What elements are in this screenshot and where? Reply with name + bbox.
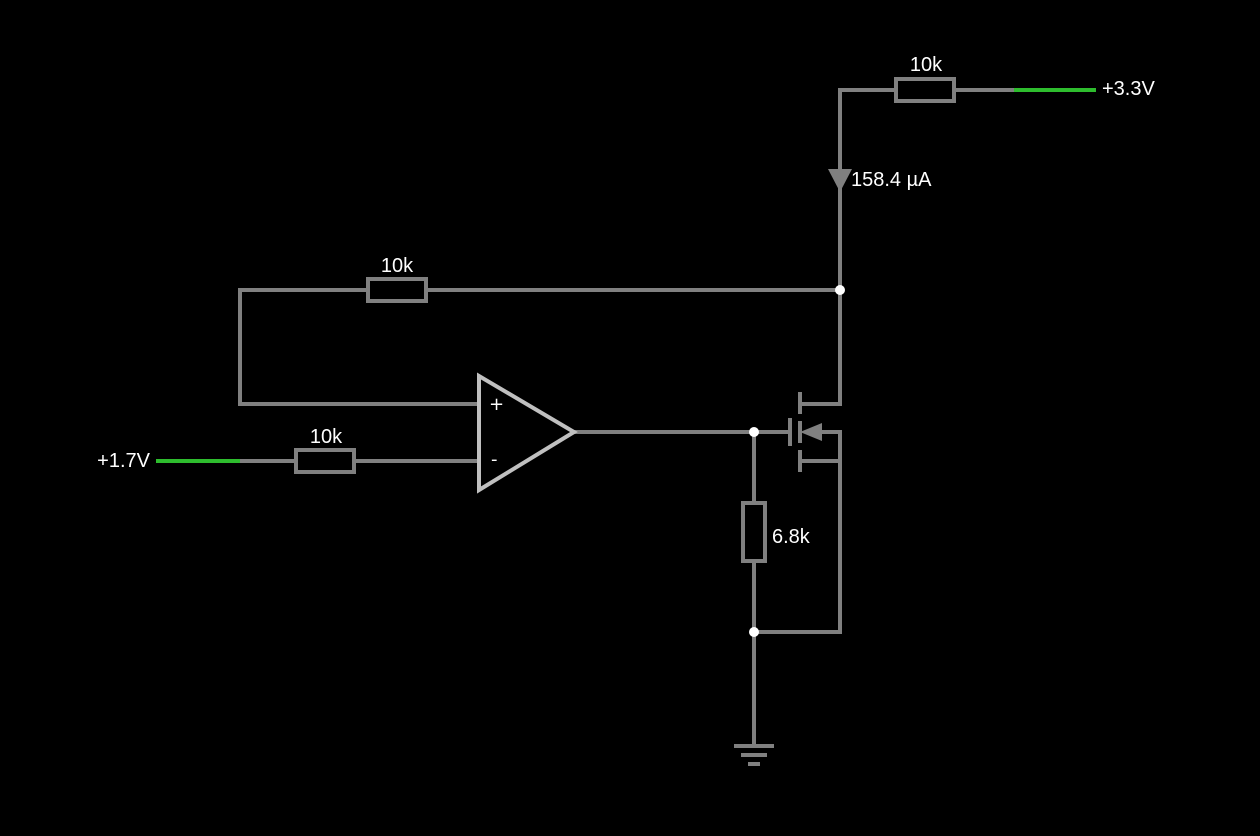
resistor-gate-label: 6.8k	[772, 526, 811, 548]
current-readout: 158.4 µA	[851, 169, 932, 191]
resistor-feedback-body[interactable]	[366, 277, 428, 303]
resistor-input[interactable]: 10k	[294, 426, 356, 474]
vcc-label: +3.3V	[1102, 78, 1155, 100]
resistor-input-label: 10k	[310, 426, 343, 448]
resistor-top-label: 10k	[910, 54, 943, 76]
resistor-gate-body[interactable]	[741, 501, 767, 563]
resistor-top-body[interactable]	[894, 77, 956, 103]
ground-icon[interactable]	[734, 744, 774, 766]
resistor-feedback-label: 10k	[381, 255, 414, 277]
wire-source-return[interactable]	[752, 430, 842, 634]
current-arrow-icon	[828, 169, 852, 192]
resistor-feedback[interactable]: 10k	[366, 255, 428, 303]
wires	[238, 88, 1016, 747]
current-indicator: 158.4 µA	[828, 169, 932, 192]
resistor-gate[interactable]: 6.8k	[741, 501, 811, 563]
node-ground-junction[interactable]	[749, 627, 759, 637]
resistor-input-body[interactable]	[294, 448, 356, 474]
opamp-minus-sign: -	[491, 449, 498, 470]
mosfet[interactable]	[788, 392, 822, 472]
resistor-top[interactable]: 10k	[894, 54, 956, 103]
node-gate-junction[interactable]	[749, 427, 759, 437]
mosfet-arrow-icon	[800, 423, 822, 441]
opamp-plus-sign: +	[489, 394, 504, 415]
vin-label: +1.7V	[97, 450, 150, 472]
opamp-triangle-icon[interactable]	[477, 372, 578, 494]
opamp[interactable]: + -	[477, 372, 578, 494]
wire-plus-input[interactable]	[238, 288, 480, 406]
node-drain-junction[interactable]	[835, 285, 845, 295]
